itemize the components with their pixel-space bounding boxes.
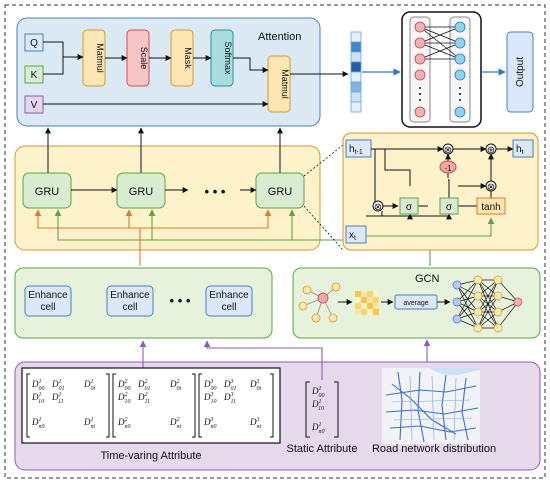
sigma-label-1: σ [406,202,413,213]
svg-text:⊗: ⊗ [374,202,382,213]
dense-input-nodes [414,21,426,118]
gru-detail-green-wire [366,217,495,237]
matmul-box-2 [267,55,291,113]
svg-text:⊗: ⊗ [444,145,452,156]
tanh-label: tanh [481,202,500,213]
dense-connections [419,26,461,60]
gru-label-2: GRU [129,186,154,198]
h-prev-label: ht-1 [349,144,363,156]
gcn-graph [298,282,341,323]
x-in-label: xt [349,230,356,242]
matmul-label-1: Matmul [95,43,105,73]
gru-detail-wires [366,146,514,220]
svg-text:⊗: ⊗ [487,182,495,193]
gru-orange-feeds [34,209,272,266]
times-node-3: ⊗ [372,200,384,213]
softmax-label: Softmax [223,41,233,75]
gru-label-1: GRU [35,186,60,198]
gru-detail-panel [342,132,539,251]
attention-vector [350,31,362,113]
input-purple-arrows [139,339,431,380]
gcn-network [452,275,523,333]
static-attribute-label: Static Attribute [287,443,358,455]
attention-feed-arrows [45,127,283,173]
dense-ellipsis-dots [419,87,461,101]
gru-ellipsis: • • • [205,184,226,199]
outer-frame [4,4,546,479]
svg-text:-1: -1 [444,164,452,173]
times-node-1: ⊗ [442,143,454,156]
sigma-gate-1 [399,197,419,215]
enhance-cell-3 [205,285,253,317]
road-network-label: Road network distribution [372,443,496,455]
gru-green-feeds [54,209,431,266]
gru-panel [14,145,321,251]
enhance-cell-1 [24,285,72,317]
time-varying-label: Time-varing Attribute [100,450,201,462]
attention-arrows [43,41,349,107]
enhance-ellipsis: • • • [170,293,191,308]
gru-label-3: GRU [268,186,293,198]
dense-right-column [449,16,471,123]
x-in-box [345,225,367,244]
minus-one-node: -1 [439,160,457,174]
matmul-label-2: Matmul [280,69,290,99]
tanh-gate [476,197,506,215]
scale-label: Scale [139,47,149,70]
sigma-label-2: σ [446,202,453,213]
v-label: V [31,100,38,111]
gcn-title: GCN [415,273,440,285]
road-network-map [382,368,480,444]
zoom-dotted-lines [303,144,344,251]
times-node-2: ⊗ [485,180,497,193]
enhance-cell-2 [106,285,154,317]
k-label: K [31,70,38,81]
sigma-gate-2 [439,197,459,215]
output-box [506,31,534,113]
output-label: Output [515,57,526,87]
plus-node: ⊕ [485,143,497,156]
gcn-feature-matrix [355,291,379,315]
q-label: Q [30,38,38,49]
average-label: average [403,300,428,307]
time-varying-box [21,367,281,444]
mask-label: Mask [183,47,193,69]
dense-output-nodes [454,21,466,118]
attention-title: Attention [258,31,301,43]
svg-text:⊕: ⊕ [487,145,495,156]
h-out-label: ht [516,144,524,156]
